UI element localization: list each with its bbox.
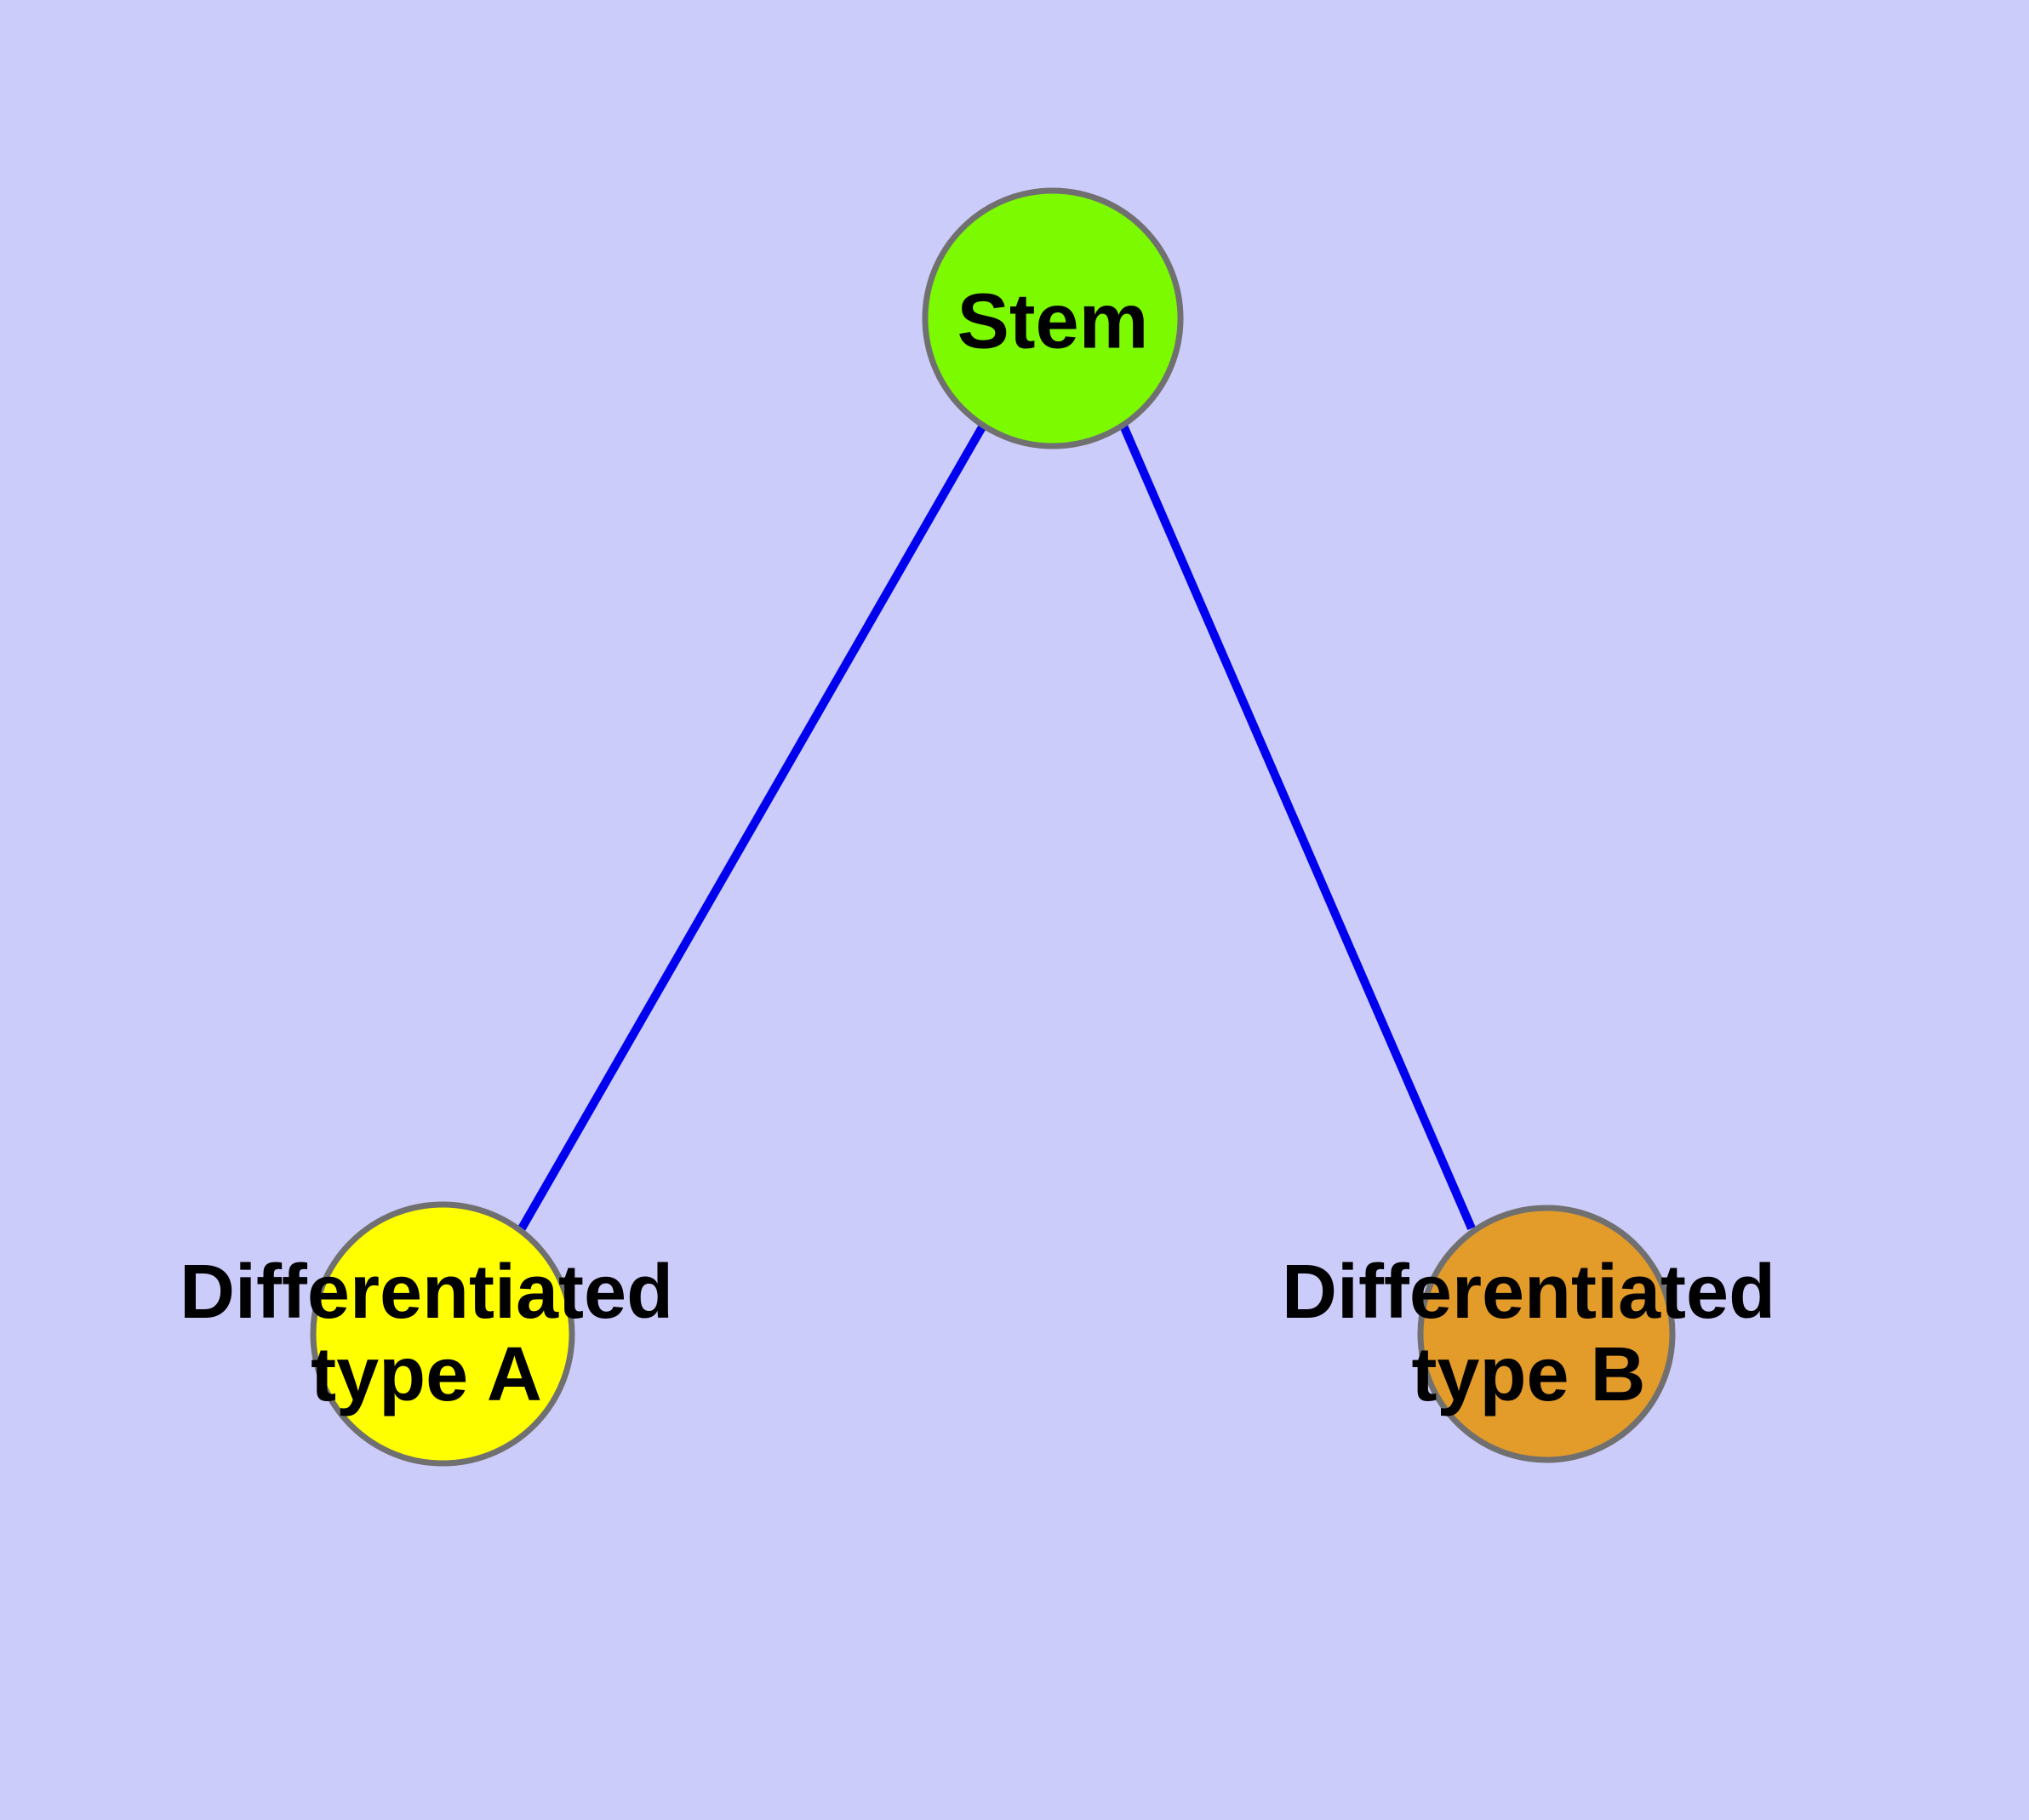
node-diff-b[interactable] — [1417, 1205, 1676, 1463]
node-stem[interactable] — [922, 187, 1184, 449]
edge-layer — [517, 423, 1476, 1231]
node-layer — [310, 187, 1676, 1467]
edge-stem-to-diff-a[interactable] — [517, 423, 987, 1231]
edge-stem-to-diff-b[interactable] — [1119, 424, 1476, 1230]
node-diff-a[interactable] — [310, 1201, 575, 1467]
